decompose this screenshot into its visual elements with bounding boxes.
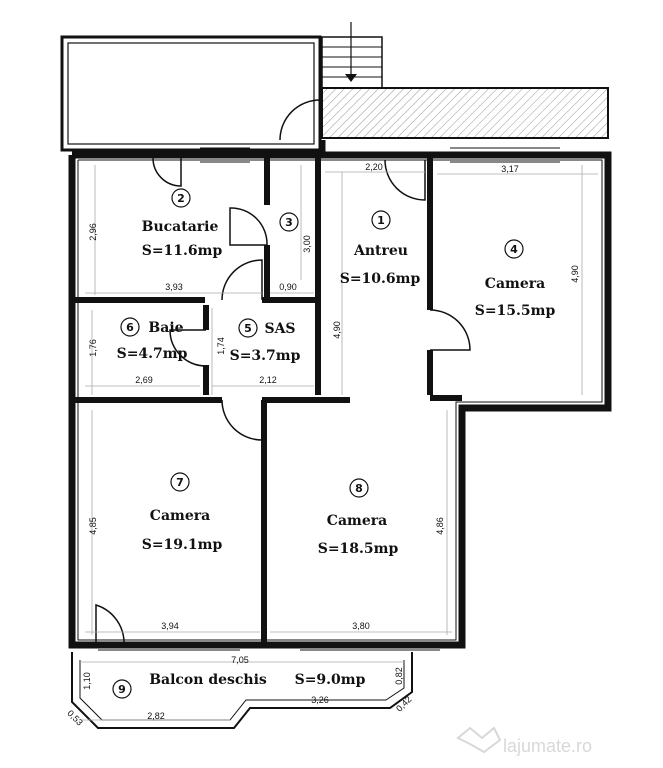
dim-r3-h: 3,00: [302, 235, 312, 253]
room-4-number: 4: [510, 243, 518, 256]
dim-bucatarie-h: 2,96: [88, 223, 98, 241]
watermark-text: lajumate.ro: [503, 736, 592, 756]
windows-top: [98, 147, 560, 651]
room-3-number: 3: [285, 216, 293, 229]
dim-camera4-w: 3,17: [501, 164, 519, 174]
dim-sas-h: 1,74: [216, 337, 226, 355]
dim-camera8-w: 3,80: [352, 621, 370, 631]
room-9-number: 9: [118, 683, 126, 696]
dim-camera8-h: 4,86: [435, 517, 445, 535]
room-1-number: 1: [377, 214, 385, 227]
room-5-area: S=3.7mp: [230, 348, 301, 364]
room-4-name: Camera: [485, 276, 545, 292]
dim-balcon-left-h: 1,10: [82, 672, 92, 690]
dim-antreu-h: 4,90: [332, 321, 342, 339]
dim-balcon-diag-r: 0,42: [394, 694, 413, 713]
dim-antreu-w: 2,20: [365, 162, 383, 172]
doors: [95, 99, 471, 646]
interior-walls: [75, 158, 462, 643]
room-number-markers: [112, 188, 524, 699]
room-7-number: 7: [176, 476, 184, 489]
dim-bucatarie-w: 3,93: [165, 282, 183, 292]
room-7-area: S=19.1mp: [142, 537, 223, 553]
room-5-name: SAS: [264, 321, 295, 337]
dim-balcon-total: 7,05: [231, 655, 249, 665]
dim-camera7-h: 4,85: [88, 517, 98, 535]
room-5-number: 5: [244, 322, 252, 335]
inner-wall-lines: [77, 159, 603, 641]
dim-balcon-w2: 3,26: [311, 695, 329, 705]
room-6-name: Baie: [148, 320, 183, 336]
room-2-number: 2: [177, 192, 185, 205]
room-2-area: S=11.6mp: [142, 243, 223, 259]
room-7-name: Camera: [150, 508, 210, 524]
room-9-area: S=9.0mp: [295, 672, 366, 688]
dim-balcon-right-h: 0,82: [394, 667, 404, 685]
watermark-logo: lajumate.ro: [456, 726, 592, 756]
room-1-name: Antreu: [353, 243, 408, 259]
dim-baie-h: 1,76: [88, 339, 98, 357]
dim-baie-w: 2,69: [135, 375, 153, 385]
room-2-name: Bucatarie: [142, 219, 219, 235]
dim-balcon-w1: 2,82: [147, 711, 165, 721]
room-9-name: Balcon deschis: [149, 672, 267, 688]
room-8-number: 8: [355, 482, 363, 495]
balcony-outline: [71, 652, 413, 729]
outer-walls: [68, 140, 612, 649]
room-1-area: S=10.6mp: [340, 271, 421, 287]
room-6-area: S=4.7mp: [117, 346, 188, 362]
dim-r3-w: 0,90: [279, 282, 297, 292]
dim-sas-w: 2,12: [259, 375, 277, 385]
staircase: [321, 22, 609, 139]
dim-camera7-w: 3,94: [161, 621, 179, 631]
room-8-area: S=18.5mp: [318, 541, 399, 557]
dim-camera4-h: 4,90: [570, 265, 580, 283]
dimension-lines: [85, 165, 598, 635]
top-terrace: [60, 35, 322, 152]
room-6-number: 6: [126, 321, 134, 334]
room-8-name: Camera: [327, 513, 387, 529]
room-4-area: S=15.5mp: [475, 303, 556, 319]
